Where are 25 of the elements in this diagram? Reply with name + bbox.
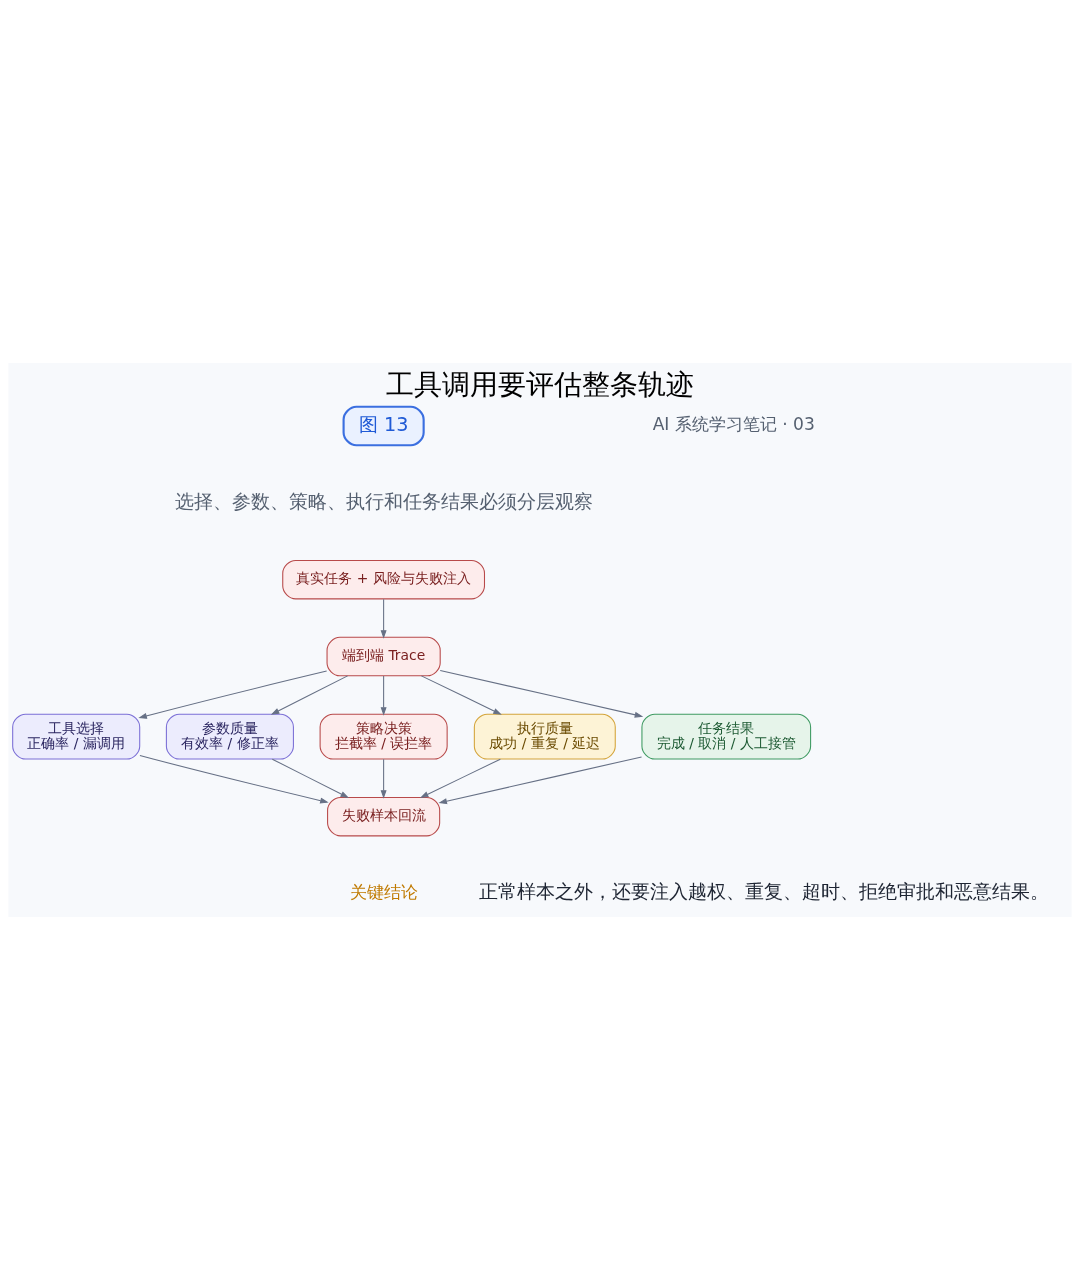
node-box: 参数质量 有效率 / 修正率 <box>165 713 294 760</box>
arrow <box>438 756 643 805</box>
arrow <box>138 670 328 719</box>
node-box: 工具选择 正确率 / 漏调用 <box>12 713 141 760</box>
node-box: 真实任务 + 风险与失败注入 <box>282 559 486 600</box>
arrow <box>271 758 350 799</box>
node-box: 端到端 Trace <box>326 636 441 677</box>
node-box: 任务结果 完成 / 取消 / 人工接管 <box>641 713 812 760</box>
arrow <box>380 675 387 716</box>
node-box: 执行质量 成功 / 重复 / 延迟 <box>473 713 616 760</box>
arrow <box>380 758 387 799</box>
arrow <box>380 598 387 639</box>
arrow <box>439 669 644 718</box>
label: 关键结论 <box>349 881 418 902</box>
arrow <box>270 675 349 715</box>
node-box: 策略决策 拦截率 / 误拦率 <box>319 713 448 760</box>
label: AI 系统学习笔记 · 03 <box>652 414 815 435</box>
arrow <box>419 758 501 799</box>
diagram-title: 工具调用要评估整条轨迹 <box>386 367 694 401</box>
arrow <box>420 675 502 715</box>
label: 选择、参数、策略、执行和任务结果必须分层观察 <box>174 489 593 513</box>
node-box: 失败样本回流 <box>327 796 441 837</box>
node-box: 图 13 <box>342 405 425 447</box>
label: 正常样本之外，还要注入越权、重复、超时、拒绝审批和恶意结果。 <box>478 880 1049 904</box>
arrow <box>139 755 329 804</box>
